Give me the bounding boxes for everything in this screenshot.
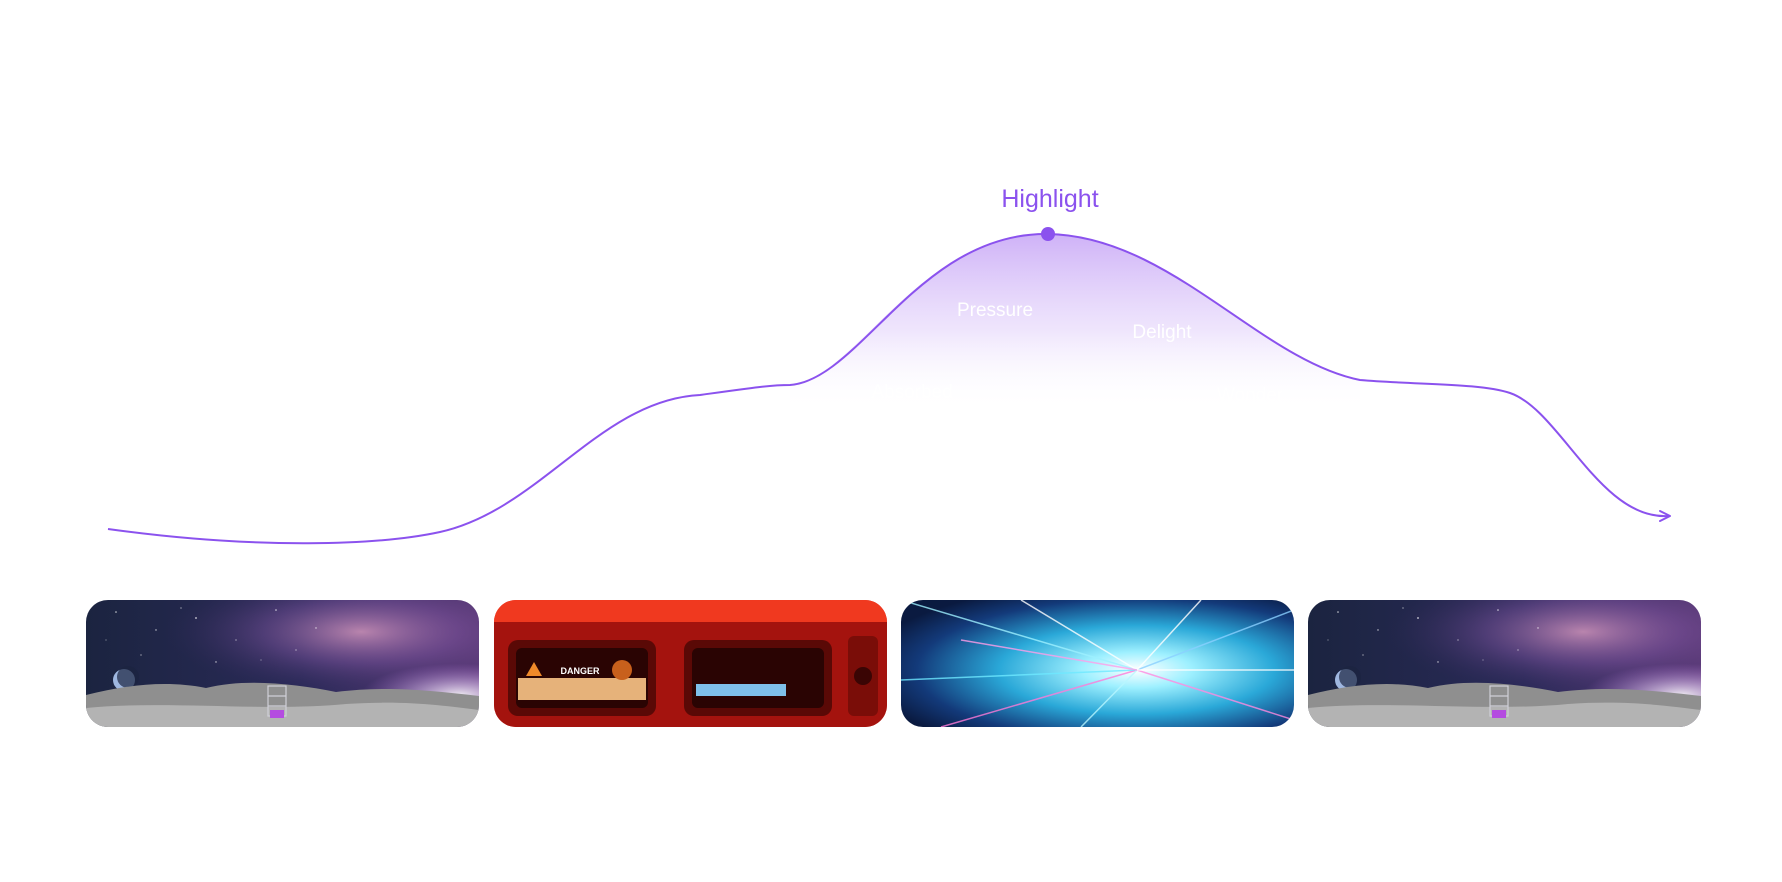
scene-panel-hyperspace	[901, 600, 1294, 727]
peak-marker	[1041, 227, 1055, 241]
danger-sign-text: DANGER	[560, 666, 600, 676]
scene-panel-moon-2	[1308, 600, 1701, 727]
curve-highlight-fill	[790, 233, 1360, 410]
peak-label: Highlight	[1001, 185, 1098, 213]
spaceship-scene-image: DANGER	[494, 600, 887, 727]
stage-label-wonder: Wonder	[1217, 385, 1284, 406]
emotion-curve-line	[107, 232, 1669, 545]
stage-label-absorbed: Absorbed	[871, 382, 952, 403]
stage-label-delight: Delight	[1132, 322, 1192, 343]
stage-label-pressure: Pressure	[957, 300, 1033, 321]
curve-arrowhead-icon	[1659, 510, 1671, 522]
scene-panel-moon-1	[86, 600, 479, 727]
scene-panel-spaceship: DANGER	[494, 600, 887, 727]
moon-scene-image	[86, 600, 479, 727]
hyperspace-scene-image	[901, 600, 1294, 727]
moon-scene-image	[1308, 600, 1701, 727]
